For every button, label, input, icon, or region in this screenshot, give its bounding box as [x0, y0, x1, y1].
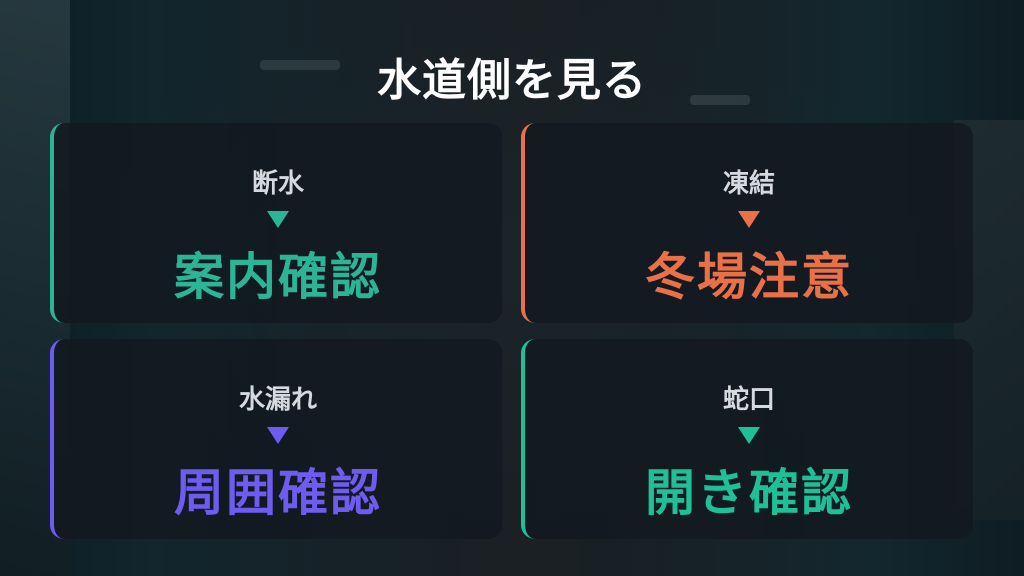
- page-title: 水道側を見る: [377, 55, 647, 106]
- card-freezing: 凍結 冬場注意: [521, 123, 973, 323]
- card-water-outage: 断水 案内確認: [50, 123, 502, 323]
- card-faucet: 蛇口 開き確認: [521, 339, 973, 539]
- down-triangle-icon: [738, 211, 760, 228]
- card-result: 周囲確認: [174, 464, 382, 522]
- down-triangle-icon: [267, 427, 289, 444]
- down-triangle-icon: [267, 211, 289, 228]
- card-label: 蛇口: [722, 385, 775, 415]
- card-label: 凍結: [722, 169, 775, 199]
- card-result: 開き確認: [645, 464, 853, 522]
- ceiling-light: [690, 95, 750, 105]
- card-label: 水漏れ: [238, 385, 317, 415]
- card-result: 案内確認: [174, 248, 382, 306]
- card-label: 断水: [251, 169, 304, 199]
- card-result: 冬場注意: [645, 248, 853, 306]
- down-triangle-icon: [738, 427, 760, 444]
- card-water-leak: 水漏れ 周囲確認: [50, 339, 502, 539]
- ceiling-light: [260, 60, 340, 70]
